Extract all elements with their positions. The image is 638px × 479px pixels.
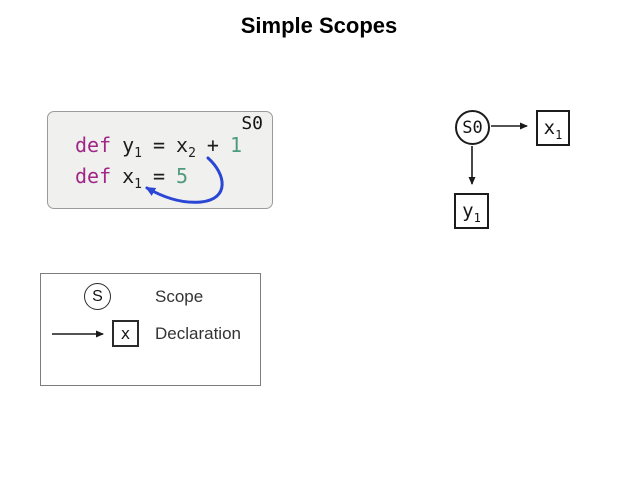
keyword-def: def bbox=[75, 133, 112, 157]
equals-operator: = bbox=[153, 133, 166, 157]
keyword-def: def bbox=[75, 164, 112, 188]
var-x1-declaration: x1 bbox=[122, 164, 142, 192]
graph-declaration-node-y1: y1 bbox=[454, 193, 489, 229]
var-y1: y1 bbox=[122, 133, 142, 161]
code-line-2: def x1 = 5 bbox=[75, 164, 189, 192]
legend-scope-circle: S bbox=[84, 283, 111, 310]
graph-declaration-node-x1: x1 bbox=[536, 110, 570, 146]
code-line-1: def y1 = x2 +1 bbox=[75, 133, 243, 161]
legend-declaration-box: x bbox=[112, 320, 139, 347]
plus-operator: + bbox=[206, 133, 219, 157]
legend-scope-label: Scope bbox=[155, 287, 204, 306]
var-x2-reference: x2 bbox=[176, 133, 196, 161]
number-literal-1: 1 bbox=[229, 133, 243, 157]
equals-operator: = bbox=[153, 164, 166, 188]
legend-declaration-label: Declaration bbox=[155, 324, 241, 343]
graph-scope-node-s0: S0 bbox=[455, 110, 490, 145]
slide-title: Simple Scopes bbox=[240, 13, 398, 38]
legend-box bbox=[40, 273, 261, 386]
code-scope-label: S0 bbox=[241, 113, 263, 134]
code-box: S0 def y1 = x2 +1 def x1 = 5 bbox=[47, 111, 273, 209]
number-literal-5: 5 bbox=[176, 164, 189, 188]
